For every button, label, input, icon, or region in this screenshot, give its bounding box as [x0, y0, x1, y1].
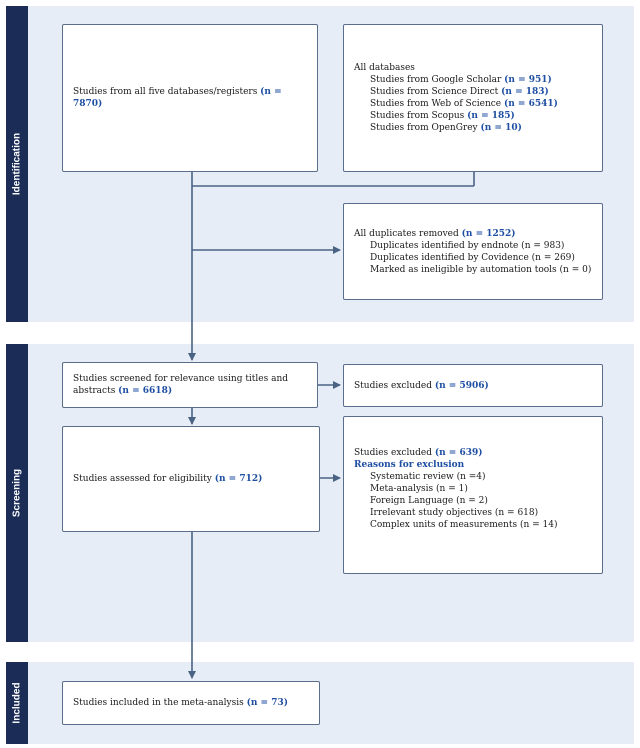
reason-item: Systematic review (n =4) [370, 472, 486, 482]
included-text: Studies included in the meta-analysis (n… [73, 698, 289, 708]
database-item: Studies from Science Direct (n = 183) [370, 87, 549, 97]
identification-label: Identification [6, 6, 28, 322]
excluded1-text: Studies excluded (n = 5906) [354, 380, 489, 391]
reason-item: Irrelevant study objectives (n = 618) [370, 508, 539, 518]
screened-text: Studies screened for relevance using tit… [73, 374, 289, 396]
excluded2-box: Studies excluded (n = 639) Reasons for e… [343, 416, 603, 574]
all-databases-text: All databases Studies from Google Schola… [354, 62, 596, 134]
all-databases-title: All databases [354, 63, 415, 73]
reason-item: Complex units of measurements (n = 14) [370, 520, 558, 530]
database-item: Studies from Google Scholar (n = 951) [370, 75, 552, 85]
eligibility-text: Studies assessed for eligibility (n = 71… [73, 474, 263, 484]
all-studies-text: Studies from all five databases/register… [73, 87, 282, 109]
duplicates-text: All duplicates removed (n = 1252) Duplic… [354, 228, 596, 276]
duplicates-box: All duplicates removed (n = 1252) Duplic… [343, 203, 603, 300]
included-box: Studies included in the meta-analysis (n… [62, 681, 320, 725]
duplicates-title: All duplicates removed (n = 1252) [354, 228, 516, 239]
reason-item: Foreign Language (n = 2) [370, 496, 488, 506]
all-studies-box: Studies from all five databases/register… [62, 24, 318, 172]
eligibility-box: Studies assessed for eligibility (n = 71… [62, 426, 320, 532]
all-databases-box: All databases Studies from Google Schola… [343, 24, 603, 172]
reason-item: Meta-analysis (n = 1) [370, 484, 468, 494]
duplicate-item: Duplicates identified by endnote (n = 98… [370, 240, 565, 251]
duplicate-item: Duplicates identified by Covidence (n = … [370, 252, 575, 263]
excluded1-box: Studies excluded (n = 5906) [343, 364, 603, 407]
database-item: Studies from OpenGrey (n = 10) [370, 123, 522, 133]
database-item: Studies from Scopus (n = 185) [370, 111, 515, 121]
reasons-heading: Reasons for exclusion [354, 460, 465, 470]
excluded2-title: Studies excluded (n = 639) [354, 448, 483, 458]
duplicate-item: Marked as ineligible by automation tools… [370, 264, 592, 275]
excluded2-text: Studies excluded (n = 639) Reasons for e… [354, 447, 596, 531]
database-item: Studies from Web of Science (n = 6541) [370, 99, 558, 109]
screening-label: Screening [6, 344, 28, 642]
screened-box: Studies screened for relevance using tit… [62, 362, 318, 408]
included-label: Included [6, 662, 28, 744]
